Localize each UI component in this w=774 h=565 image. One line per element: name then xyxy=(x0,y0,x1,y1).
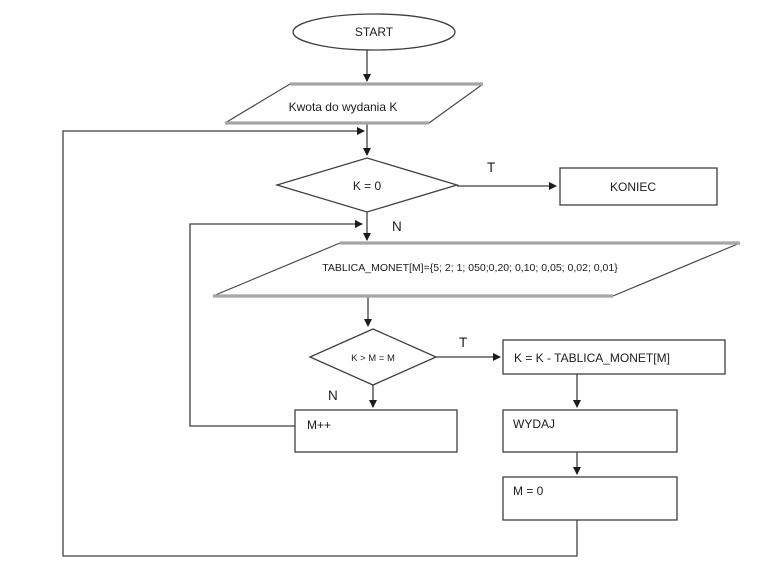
node-subtract: K = K - TABLICA_MONET[M] xyxy=(502,339,726,375)
node-reset-m: M = 0 xyxy=(502,476,678,521)
subtract-label: K = K - TABLICA_MONET[M] xyxy=(514,351,670,365)
decision-k-zero-shape xyxy=(274,157,460,213)
node-koniec: KONIEC xyxy=(559,167,718,206)
coin-table-parallelogram-fill xyxy=(213,243,740,296)
dispense-label: WYDAJ xyxy=(513,417,555,431)
branch-labels: T N T N xyxy=(328,160,495,403)
input-amount-label: Kwota do wydania K xyxy=(289,100,398,114)
node-decision-k-zero: K = 0 xyxy=(274,157,460,213)
decision-k-zero-label: K = 0 xyxy=(353,179,382,193)
start-label: START xyxy=(355,25,394,39)
increment-m-shape xyxy=(294,409,458,453)
branch-label-k-zero-true: T xyxy=(487,160,495,175)
node-increment-m: M++ xyxy=(294,409,458,453)
coin-table-parallelogram-slants xyxy=(212,242,741,297)
connectors xyxy=(62,50,581,557)
node-decision-k-gt-m: K > M = M xyxy=(308,328,438,386)
reset-m-label: M = 0 xyxy=(513,484,544,498)
koniec-shape xyxy=(559,167,718,206)
increment-m-label: M++ xyxy=(307,418,331,432)
branch-label-k-gt-m-false: N xyxy=(328,388,338,403)
input-parallelogram-fill xyxy=(225,84,483,123)
branch-label-k-zero-false: N xyxy=(392,219,402,234)
coin-table-parallelogram-horizontals xyxy=(213,241,740,298)
decision-k-gt-m-label: K > M = M xyxy=(351,353,395,364)
subtract-shape xyxy=(502,339,726,375)
connector-reset-loop-back xyxy=(62,127,578,557)
node-start: START xyxy=(292,13,456,51)
node-dispense: WYDAJ xyxy=(502,409,678,453)
koniec-label: KONIEC xyxy=(610,180,656,194)
coin-table-label: TABLICA_MONET[M]={5; 2; 1; 050;0,20; 0,1… xyxy=(322,262,618,274)
input-parallelogram-slants xyxy=(224,83,484,124)
input-parallelogram-horizontals xyxy=(225,82,483,125)
decision-k-gt-m-shape xyxy=(308,328,438,386)
node-coin-table: TABLICA_MONET[M]={5; 2; 1; 050;0,20; 0,1… xyxy=(212,241,741,298)
start-terminator-shape xyxy=(292,13,456,51)
node-input-amount: Kwota do wydania K xyxy=(224,82,484,125)
reset-m-shape xyxy=(502,476,678,521)
branch-label-k-gt-m-true: T xyxy=(459,335,467,350)
connector-increment-loop-back xyxy=(189,220,363,427)
dispense-shape xyxy=(502,409,678,453)
